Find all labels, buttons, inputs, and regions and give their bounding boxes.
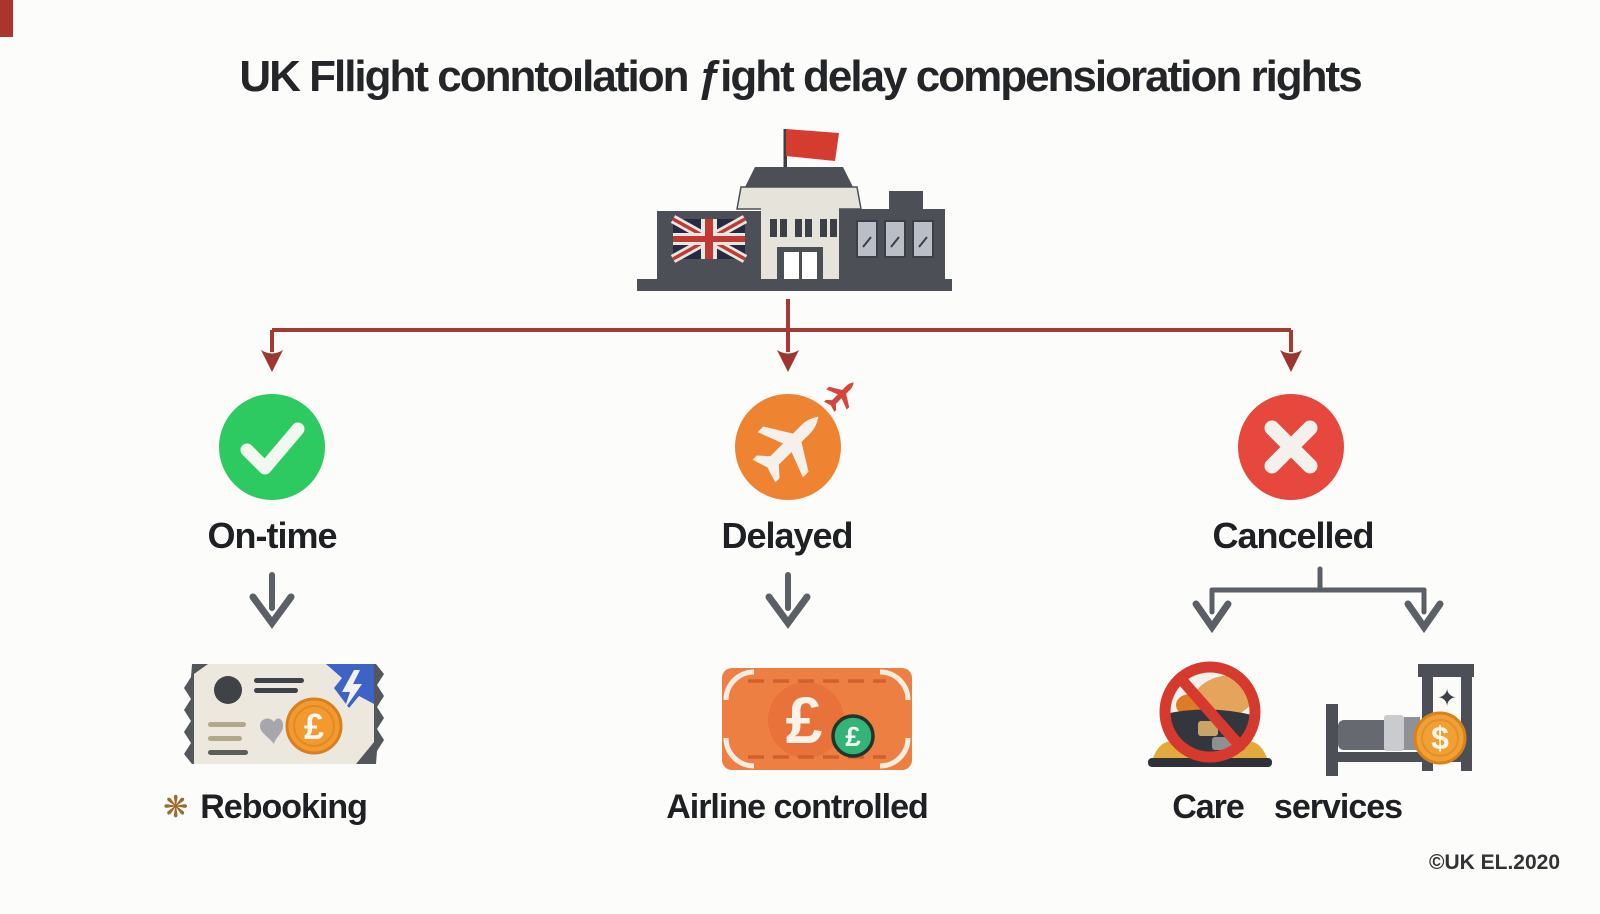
heart-mark [260, 718, 284, 744]
corner-mark [0, 0, 13, 37]
outcome-label-care: Care [1172, 788, 1245, 826]
pound-ticket-icon: £ [184, 664, 384, 764]
red-flag [786, 129, 839, 161]
outcome-label-services: services [1273, 788, 1403, 826]
check-circle-icon [219, 394, 325, 500]
branch-label-on-time: On-time [207, 515, 337, 556]
asterisk-bullet-icon: ❋ [163, 790, 189, 824]
green-pound-coin [831, 714, 875, 758]
uk-flag [670, 215, 748, 263]
branch-label-delayed: Delayed [721, 515, 853, 556]
split-arrows-cancelled [1192, 566, 1444, 634]
pound-banknote-icon: £ £ [722, 668, 912, 770]
page-title: UK Fllight conntoılation ƒight delay com… [239, 52, 1362, 101]
ticket-stamp [214, 676, 242, 704]
red-arrowheads [261, 350, 1302, 372]
pound-glyph: £ [786, 683, 823, 757]
red-branch-lines [270, 299, 1293, 352]
sparkle-icon: ✦ [1437, 684, 1457, 712]
prohibition-ring [1159, 661, 1261, 763]
outcome-label-rebooking: Rebooking [200, 788, 368, 826]
lightning-icon [342, 670, 362, 710]
plane-circle-icon [735, 374, 864, 500]
x-circle-icon [1238, 394, 1344, 500]
no-meal-icon [1148, 661, 1272, 767]
outcome-rebooking: ❋ Rebooking [120, 788, 410, 827]
pound-glyph: £ [304, 706, 324, 747]
uk-airport-building-icon [637, 129, 952, 291]
hotel-bed-icon: ✦ $ [1326, 664, 1474, 776]
down-arrow-delayed [765, 572, 811, 629]
prohibition-slash [1175, 673, 1246, 752]
outcome-label-airline-controlled: Airline controlled [666, 788, 929, 826]
down-arrow-ontime [249, 572, 295, 629]
dollar-glyph: $ [1431, 720, 1449, 756]
branch-label-cancelled: Cancelled [1212, 515, 1374, 556]
copyright-text: ©UK EL.2020 [1428, 851, 1560, 874]
pound-glyph: £ [845, 721, 861, 752]
